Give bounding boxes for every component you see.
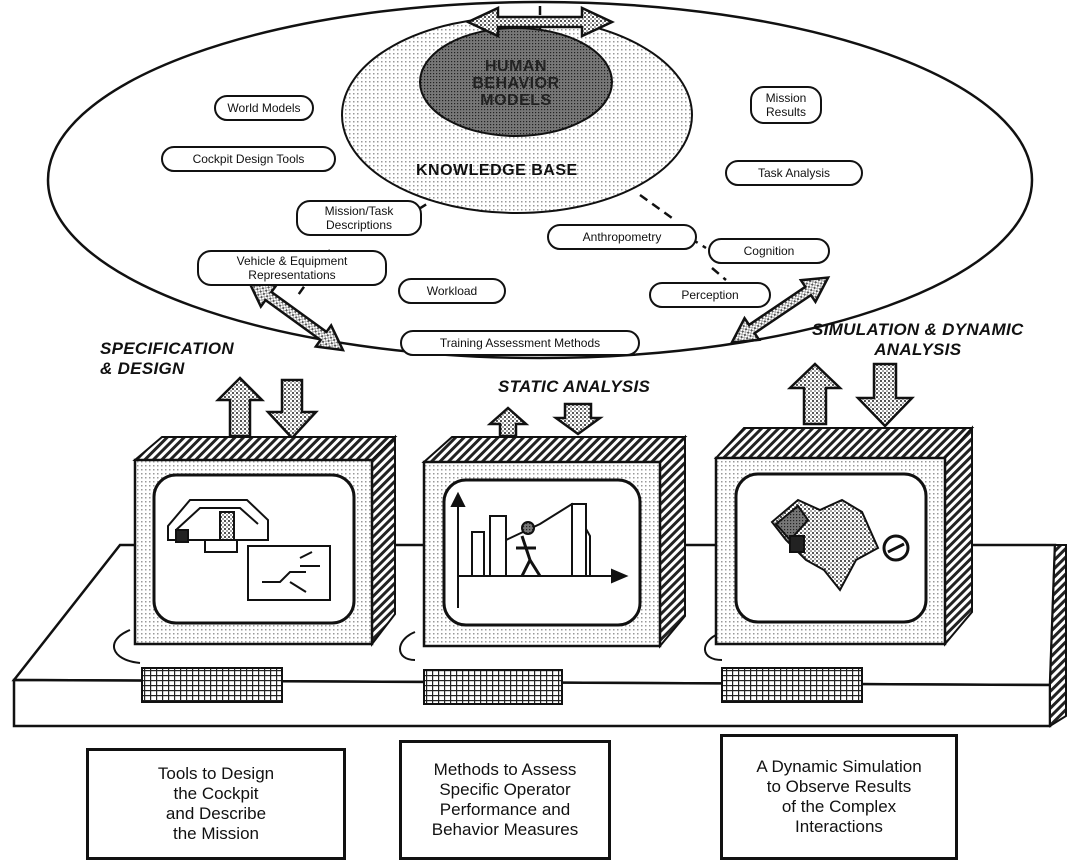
down-arrow-icon bbox=[552, 402, 604, 436]
core-line-1: HUMAN bbox=[484, 58, 548, 75]
double-arrow-icon bbox=[246, 280, 346, 352]
cockpit-icon bbox=[167, 499, 331, 601]
module-label: Cockpit Design Tools bbox=[192, 152, 305, 166]
module-label: Mission/Task Descriptions bbox=[324, 204, 394, 232]
caption-line: Performance and bbox=[439, 800, 571, 819]
module-mission-results: Mission Results bbox=[750, 86, 822, 124]
module-label: Mission Results bbox=[765, 91, 807, 119]
core-line-2: BEHAVIOR bbox=[472, 75, 560, 92]
module-label: Perception bbox=[681, 288, 739, 302]
module-workload: Workload bbox=[398, 278, 506, 304]
module-label: Anthropometry bbox=[582, 230, 662, 244]
double-arrow-icon bbox=[465, 6, 615, 38]
module-training-assessment-methods: Training Assessment Methods bbox=[400, 330, 640, 356]
caption-left: Tools to Design the Cockpit and Describe… bbox=[86, 748, 346, 860]
up-arrow-icon bbox=[786, 362, 844, 426]
caption-line: Methods to Assess bbox=[433, 760, 577, 779]
module-label: Training Assessment Methods bbox=[439, 336, 601, 350]
double-arrow-icon bbox=[729, 276, 831, 344]
module-world-models: World Models bbox=[214, 95, 314, 121]
phase-line: SPECIFICATION bbox=[100, 339, 234, 358]
module-label: World Models bbox=[227, 101, 301, 115]
monitor-middle bbox=[399, 434, 688, 705]
knowledge-base-title: KNOWLEDGE BASE bbox=[416, 162, 578, 179]
phase-simulation-dynamic-analysis: SIMULATION & DYNAMIC ANALYSIS bbox=[812, 320, 1024, 360]
monitor-right bbox=[704, 425, 975, 703]
module-label: Vehicle & Equipment Representations bbox=[236, 254, 348, 282]
up-arrow-icon bbox=[214, 376, 266, 438]
module-mission-task-descriptions: Mission/Task Descriptions bbox=[296, 200, 422, 236]
caption-line: the Mission bbox=[173, 824, 259, 843]
caption-line: and Describe bbox=[165, 804, 267, 823]
monitor-left bbox=[113, 434, 398, 703]
module-cockpit-design-tools: Cockpit Design Tools bbox=[161, 146, 336, 172]
module-label: Cognition bbox=[743, 244, 795, 258]
caption-line: of the Complex bbox=[781, 797, 897, 816]
caption-line: A Dynamic Simulation bbox=[756, 757, 922, 776]
human-behavior-models-label: HUMAN BEHAVIOR MODELS bbox=[456, 58, 576, 109]
module-task-analysis: Task Analysis bbox=[725, 160, 863, 186]
module-label: Workload bbox=[426, 284, 478, 298]
module-vehicle-equipment-representations: Vehicle & Equipment Representations bbox=[197, 250, 387, 286]
phase-line: & DESIGN bbox=[100, 359, 185, 378]
caption-line: Interactions bbox=[795, 817, 883, 836]
caption-line: the Cockpit bbox=[173, 784, 259, 803]
caption-middle: Methods to Assess Specific Operator Perf… bbox=[399, 740, 611, 860]
down-arrow-icon bbox=[855, 362, 915, 428]
bar-chart-icon bbox=[450, 491, 629, 608]
down-arrow-icon bbox=[265, 378, 319, 440]
up-arrow-icon bbox=[486, 406, 530, 438]
module-label: Task Analysis bbox=[757, 166, 831, 180]
caption-line: to Observe Results bbox=[766, 777, 912, 796]
module-anthropometry: Anthropometry bbox=[547, 224, 697, 250]
caption-line: Behavior Measures bbox=[431, 820, 579, 839]
caption-line: Specific Operator bbox=[439, 780, 571, 799]
module-cognition: Cognition bbox=[708, 238, 830, 264]
module-perception: Perception bbox=[649, 282, 771, 308]
caption-right: A Dynamic Simulation to Observe Results … bbox=[720, 734, 958, 860]
phase-line: SIMULATION & DYNAMIC bbox=[812, 320, 1024, 339]
phase-static-analysis: STATIC ANALYSIS bbox=[498, 377, 651, 396]
caption-line: Tools to Design bbox=[157, 764, 275, 783]
core-line-3: MODELS bbox=[480, 92, 552, 109]
phase-specification-design: SPECIFICATION & DESIGN bbox=[100, 339, 234, 379]
space-shuttle-icon bbox=[770, 498, 880, 592]
gauge-icon bbox=[882, 534, 910, 562]
phase-line: ANALYSIS bbox=[874, 340, 962, 359]
